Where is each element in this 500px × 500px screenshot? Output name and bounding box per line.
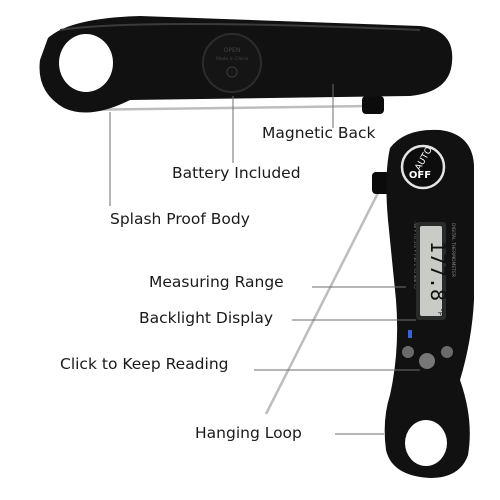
label-battery-included: Battery Included (172, 164, 301, 182)
battery-cap (202, 33, 262, 93)
folded-probe (75, 104, 371, 112)
hanging-loop-hole (405, 420, 447, 466)
body-highlight (59, 23, 421, 31)
probe-hinge-front (372, 172, 390, 194)
battery-cap-text-1: OPEN (224, 47, 241, 54)
battery-cap-text-2: Made in China (216, 56, 248, 62)
folded-thermometer-back: OPEN Made in China (39, 16, 453, 114)
temperature-unit: °F (436, 308, 444, 316)
blue-indicator (408, 330, 412, 338)
label-hanging-loop: Hanging Loop (195, 424, 302, 442)
device-side-text: DIGITAL THERMOMETER (450, 223, 456, 277)
label-backlight-display: Backlight Display (139, 309, 274, 327)
folded-hanging-loop-hole (59, 34, 113, 92)
device-range-text: -58°F TO 572°F (-50°C TO 300°C) (413, 221, 418, 289)
label-measuring-range: Measuring Range (149, 273, 284, 291)
temperature-reading: 177.8 (426, 241, 450, 301)
cal-button[interactable] (441, 346, 453, 358)
label-click-to-keep-reading: Click to Keep Reading (60, 355, 229, 373)
label-magnetic-back: Magnetic Back (262, 124, 376, 142)
hold-button[interactable] (419, 353, 435, 369)
callout-leaders (109, 84, 420, 435)
ce-mark (226, 66, 238, 78)
open-thermometer-front: AUTO OFF DIGITAL THERMOMETER -58°F TO 57… (264, 129, 474, 478)
backlight-display (420, 226, 442, 316)
extended-probe (264, 184, 384, 415)
label-splash-proof-body: Splash Proof Body (110, 210, 250, 228)
probe-hinge (362, 96, 384, 114)
off-label: OFF (409, 170, 431, 181)
unit-button[interactable] (402, 346, 414, 358)
auto-off-button[interactable] (400, 144, 446, 190)
